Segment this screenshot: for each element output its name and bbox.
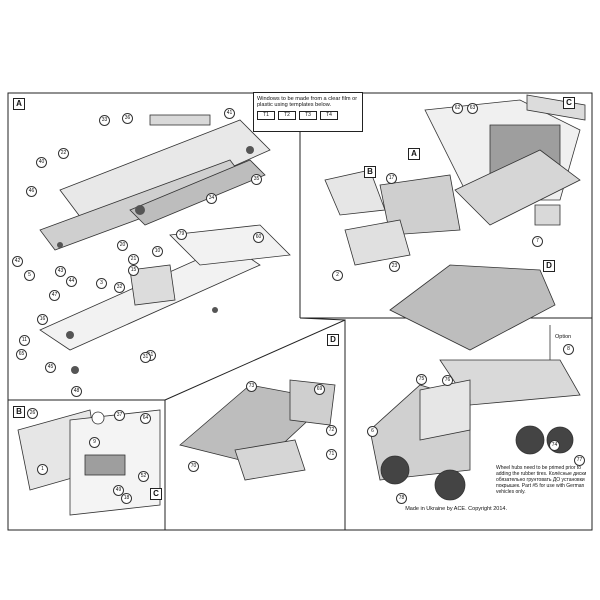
part-label: 46	[26, 186, 37, 197]
part-label: 70	[188, 461, 199, 472]
part-label: 65	[16, 349, 27, 360]
template-row: T1 T2 T3 T4	[257, 110, 359, 120]
section-label-a: A	[13, 98, 25, 110]
part-label: 62	[452, 103, 463, 114]
part-label: 11	[19, 335, 30, 346]
part-label: 26	[27, 408, 38, 419]
part-label: 6	[367, 426, 378, 437]
part-label: 69	[314, 384, 325, 395]
part-label: 78	[396, 493, 407, 504]
part-label: 41	[224, 108, 235, 119]
template-t3: T3	[299, 110, 317, 120]
part-label: 76	[442, 375, 453, 386]
part-label: 49	[113, 485, 124, 496]
section-label-b: B	[364, 166, 376, 178]
part-label: 22	[58, 148, 69, 159]
part-label: 34	[206, 193, 217, 204]
part-label: 17	[386, 173, 397, 184]
part-label: 79	[176, 229, 187, 240]
part-label: 74	[549, 440, 560, 451]
part-label: 77	[574, 455, 585, 466]
part-label: 18	[121, 493, 132, 504]
part-label: 60	[253, 232, 264, 243]
part-label: 63	[467, 103, 478, 114]
part-label: 7	[532, 236, 543, 247]
part-label: 1	[37, 464, 48, 475]
part-label: 31	[140, 352, 151, 363]
part-label: 72	[326, 425, 337, 436]
windows-note-text: Windows to be made from a clear film or …	[257, 96, 358, 109]
option-label: Option	[555, 334, 572, 340]
section-label-d: D	[327, 334, 339, 346]
part-label: 9	[89, 437, 100, 448]
part-label: 21	[128, 254, 139, 265]
part-label: 5	[24, 270, 35, 281]
part-label: 42	[12, 256, 23, 267]
part-label: 37	[114, 410, 125, 421]
part-label: 36	[122, 113, 133, 124]
part-label: 16	[37, 314, 48, 325]
copyright-footer: Made in Ukraine by ACE. Copyright 2014.	[405, 506, 507, 512]
part-label: 52	[138, 471, 149, 482]
section-label-c: C	[563, 97, 575, 109]
part-label: 2	[332, 270, 343, 281]
part-label: 64	[140, 413, 151, 424]
section-label-a-cab: A	[408, 148, 420, 160]
part-label: 15	[128, 265, 139, 276]
part-label: 71	[326, 449, 337, 460]
part-label: 43	[55, 266, 66, 277]
windows-note: Windows to be made from a clear film or …	[253, 92, 363, 132]
part-label: 47	[49, 290, 60, 301]
section-label-c-small: C	[150, 488, 162, 500]
template-t2: T2	[278, 110, 296, 120]
part-label: 45	[45, 362, 56, 373]
part-label: 32	[114, 282, 125, 293]
part-label: 73	[246, 381, 257, 392]
part-label: 40	[36, 157, 47, 168]
template-t4: T4	[320, 110, 338, 120]
part-label: 35	[251, 174, 262, 185]
part-label: 75	[416, 374, 427, 385]
section-label-b-small: B	[13, 406, 25, 418]
part-label: 20	[117, 240, 128, 251]
section-label-d-vehicle: D	[543, 260, 555, 272]
wheel-hub-note: Wheel hubs need to be primed prior to ad…	[496, 465, 587, 495]
part-label: 48	[71, 386, 82, 397]
part-label: 10	[152, 246, 163, 257]
part-label: 33	[99, 115, 110, 126]
part-label: 3	[96, 278, 107, 289]
part-label: 44	[66, 276, 77, 287]
template-t1: T1	[257, 110, 275, 120]
part-label: 23	[389, 261, 400, 272]
part-label: 8	[563, 344, 574, 355]
